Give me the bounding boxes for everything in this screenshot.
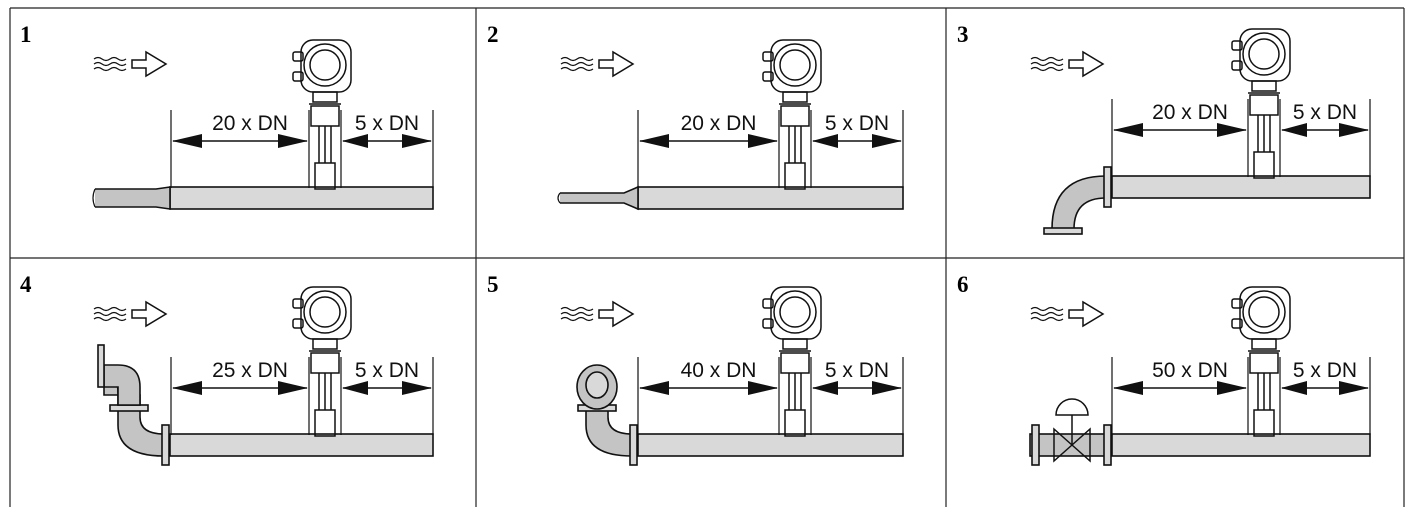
elbow-upper (103, 364, 141, 406)
vortex-flowmeter-icon (1231, 28, 1291, 179)
vortex-flowmeter-icon (292, 286, 352, 437)
straight-pipe-run (1111, 175, 1371, 199)
vortex-flowmeter-icon (292, 39, 352, 190)
valve-pipe (1029, 433, 1107, 457)
cell-number: 5 (487, 272, 499, 297)
flow-direction-arrow-icon (1030, 300, 1105, 328)
vortex-flowmeter-icon (1231, 286, 1291, 437)
flow-direction-arrow-icon (560, 50, 635, 78)
arrowhead (1281, 123, 1307, 137)
arrowhead (172, 381, 202, 395)
arrowhead (872, 134, 902, 148)
cell-number: 3 (957, 22, 969, 47)
upstream-length-label: 20 x DN (212, 112, 288, 135)
arrowhead (748, 381, 778, 395)
diagram-cell-4: 4 25 x DN 5 x DN (20, 272, 434, 466)
upstream-length-label: 40 x DN (681, 359, 757, 382)
reducer (560, 185, 639, 211)
flange (629, 424, 638, 466)
arrowhead (812, 381, 838, 395)
arrowhead (872, 381, 902, 395)
straight-pipe-run (637, 433, 904, 457)
elbow (1051, 175, 1107, 230)
cell-number: 4 (20, 272, 32, 297)
valve-actuator (1055, 398, 1089, 416)
flow-direction-arrow-icon (93, 50, 168, 78)
downstream-length-label: 5 x DN (1293, 359, 1357, 382)
arrowhead (402, 134, 432, 148)
arrowhead (1217, 123, 1247, 137)
flange (97, 344, 105, 388)
arrowhead (1113, 123, 1143, 137)
straight-pipe-run (169, 186, 434, 210)
elbow-upper-opening (585, 371, 609, 399)
arrowhead (1113, 381, 1143, 395)
flange (109, 404, 149, 412)
flow-direction-arrow-icon (93, 300, 168, 328)
pipe-fitting (97, 344, 170, 466)
arrowhead (402, 381, 432, 395)
pipe-fitting (1029, 398, 1112, 466)
arrowhead (1217, 381, 1247, 395)
arrowhead (639, 134, 669, 148)
downstream-length-label: 5 x DN (355, 112, 419, 135)
pipe-fitting (1043, 166, 1112, 235)
flow-direction-arrow-icon (560, 300, 635, 328)
diagram-cell-5: 5 40 x DN 5 x DN (487, 272, 904, 466)
flow-direction-arrow-icon (1030, 50, 1105, 78)
vortex-flowmeter-icon (762, 39, 822, 190)
valve-body (1053, 427, 1091, 463)
cell-number: 2 (487, 22, 499, 47)
arrowhead (278, 381, 308, 395)
downstream-length-label: 5 x DN (825, 359, 889, 382)
pipe-fitting (576, 364, 638, 466)
pipe-fitting (92, 186, 171, 210)
downstream-length-label: 5 x DN (1293, 101, 1357, 124)
cell-number: 6 (957, 272, 969, 297)
flange (1103, 166, 1112, 208)
flange (161, 424, 170, 466)
arrowhead (1339, 123, 1369, 137)
flange (1103, 424, 1112, 466)
flange (1031, 424, 1040, 466)
elbow-lower (117, 408, 165, 457)
arrowhead (172, 134, 202, 148)
arrowhead (812, 134, 838, 148)
arrowhead (278, 134, 308, 148)
reducer (95, 186, 171, 210)
arrowhead (1281, 381, 1307, 395)
straight-pipe-run (169, 433, 434, 457)
arrowhead (342, 134, 368, 148)
cell-number: 1 (20, 22, 32, 47)
arrowhead (1339, 381, 1369, 395)
arrowhead (748, 134, 778, 148)
vortex-flowmeter-icon (762, 286, 822, 437)
arrowhead (639, 381, 669, 395)
upstream-length-label: 25 x DN (212, 359, 288, 382)
diagram-cell-3: 3 20 x DN 5 x DN (957, 22, 1371, 235)
downstream-length-label: 5 x DN (825, 112, 889, 135)
straight-pipe-run (637, 186, 904, 210)
upstream-length-label: 20 x DN (1152, 101, 1228, 124)
upstream-length-label: 50 x DN (1152, 359, 1228, 382)
diagram-cell-2: 2 20 x DN 5 x DN (487, 22, 904, 211)
diagram-cell-1: 1 20 x DN 5 x DN (20, 22, 434, 210)
diagram-cell-6: 6 50 x DN 5 x DN (957, 272, 1371, 466)
elbow-lower (585, 408, 633, 457)
pipe-fitting (557, 185, 639, 211)
straight-pipe-run (1111, 433, 1371, 457)
downstream-length-label: 5 x DN (355, 359, 419, 382)
flange (1043, 227, 1083, 235)
arrowhead (342, 381, 368, 395)
upstream-length-label: 20 x DN (681, 112, 757, 135)
